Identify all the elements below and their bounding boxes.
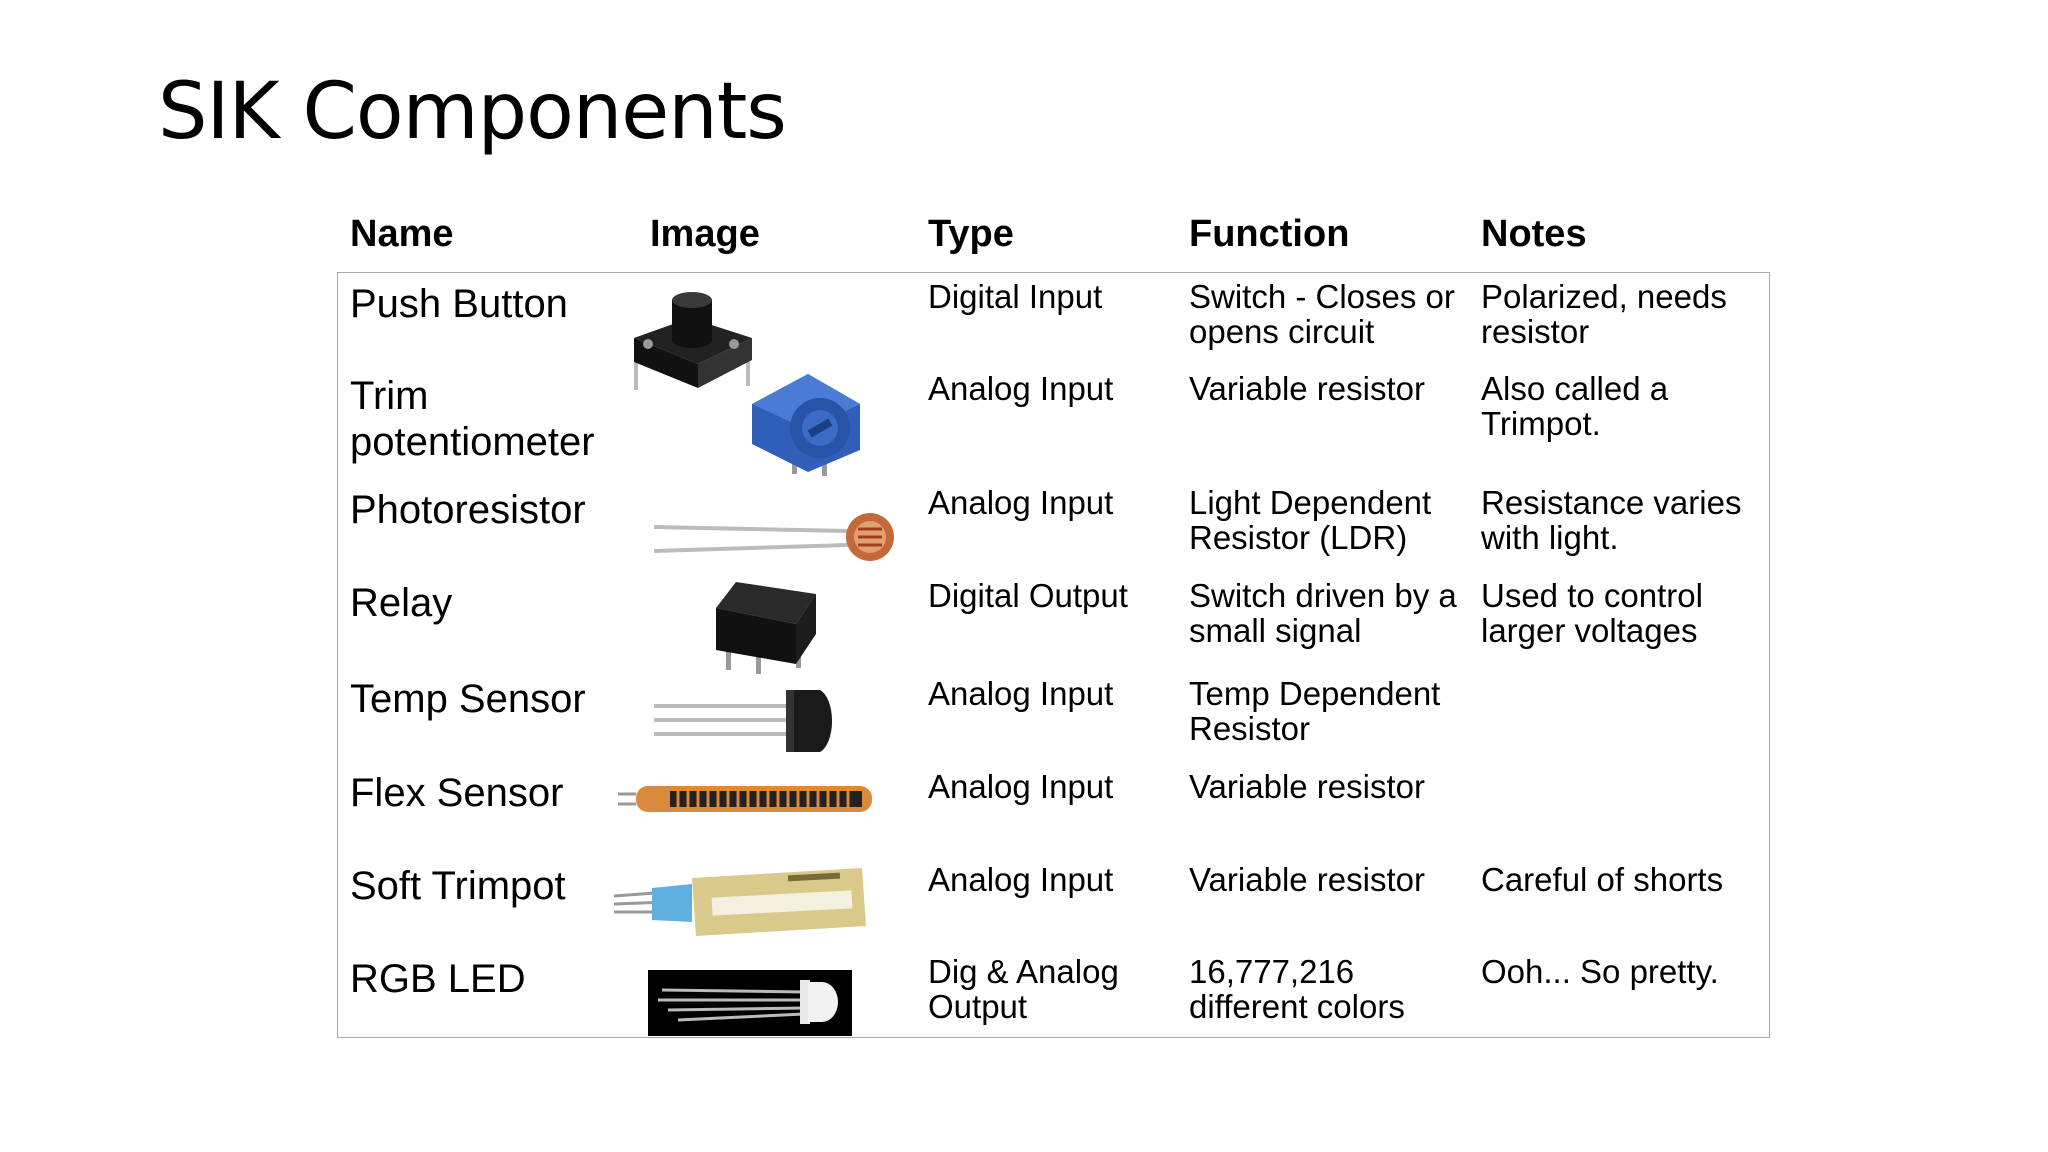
- row-type: Analog Input: [928, 370, 1114, 407]
- column-header-image: Image: [650, 213, 760, 255]
- row-type: Analog Input: [928, 484, 1114, 521]
- row-notes: Also called a Trimpot.: [1481, 370, 1669, 442]
- row-name: Temp Sensor: [350, 677, 586, 721]
- column-header-type: Type: [928, 213, 1014, 255]
- column-header-function: Function: [1189, 213, 1350, 255]
- column-header-name: Name: [350, 213, 454, 255]
- row-type: Dig & Analog Output: [928, 953, 1119, 1025]
- components-table: [337, 272, 1770, 1038]
- row-function: Temp Dependent Resistor: [1189, 675, 1441, 747]
- row-name: Flex Sensor: [350, 771, 564, 815]
- row-function: Variable resistor: [1189, 768, 1425, 805]
- row-function: Switch - Closes or opens circuit: [1189, 278, 1455, 350]
- column-header-notes: Notes: [1481, 213, 1587, 255]
- row-type: Digital Output: [928, 577, 1128, 614]
- row-name: Trim potentiometer: [350, 374, 595, 464]
- rgb-led-image: [648, 970, 852, 1036]
- soft-trimpot-image: [613, 868, 866, 936]
- row-name: Photoresistor: [350, 488, 586, 532]
- page-title: SIK Components: [158, 67, 787, 157]
- row-name: Soft Trimpot: [350, 864, 566, 908]
- row-function: Light Dependent Resistor (LDR): [1189, 484, 1432, 556]
- row-function: Variable resistor: [1189, 370, 1425, 407]
- row-type: Analog Input: [928, 861, 1114, 898]
- row-type: Analog Input: [928, 768, 1114, 805]
- row-notes: Resistance varies with light.: [1481, 484, 1742, 556]
- trim-potentiometer-image: [752, 374, 860, 476]
- row-notes: Polarized, needs resistor: [1481, 278, 1727, 350]
- row-function: Variable resistor: [1189, 861, 1425, 898]
- row-name: RGB LED: [350, 957, 526, 1001]
- row-notes: Used to control larger voltages: [1481, 577, 1703, 649]
- row-notes: Careful of shorts: [1481, 861, 1724, 898]
- row-name: Relay: [350, 581, 453, 625]
- relay-image: [716, 582, 816, 674]
- row-name: Push Button: [350, 282, 568, 326]
- row-type: Digital Input: [928, 278, 1103, 315]
- temp-sensor-image: [654, 690, 833, 752]
- row-function: Switch driven by a small signal: [1189, 577, 1457, 649]
- photoresistor-image: [653, 513, 894, 561]
- row-notes: Ooh... So pretty.: [1481, 953, 1719, 990]
- push-button-image: [634, 292, 752, 390]
- row-function: 16,777,216 different colors: [1189, 953, 1405, 1025]
- row-type: Analog Input: [928, 675, 1114, 712]
- flex-sensor-image: [618, 786, 872, 812]
